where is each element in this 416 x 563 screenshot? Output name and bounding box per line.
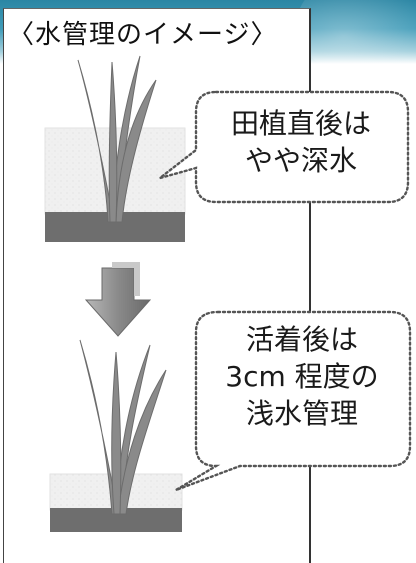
callout-text-bottom: 活着後は 3cm 程度の 浅水管理 — [196, 322, 408, 433]
rice-seedling-bottom — [79, 339, 167, 515]
callout-top-line1: 田植直後は — [230, 107, 371, 140]
callout-text-top: 田植直後は やや深水 — [196, 106, 406, 180]
rice-seedling-top — [77, 55, 157, 223]
callout-bubble-bottom — [175, 310, 412, 492]
callout-bottom-line1: 活着後は — [245, 323, 358, 356]
callout-bubble-top — [159, 90, 410, 204]
callout-bottom-line3: 浅水管理 — [245, 396, 358, 430]
down-arrow-icon — [84, 262, 152, 337]
callout-bottom-line2: 3cm 程度の — [225, 359, 379, 393]
diagram-title: 〈水管理のイメージ〉 — [8, 20, 278, 50]
callout-top-line2: やや深水 — [244, 143, 357, 177]
